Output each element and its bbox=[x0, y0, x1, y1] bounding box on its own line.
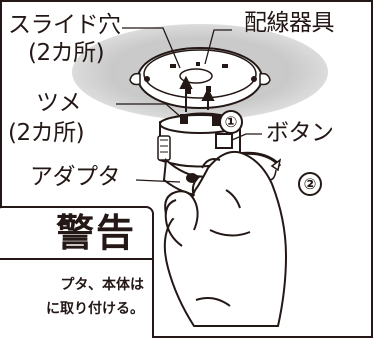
warning-box: 警告 プタ、本体は に取り付ける。 bbox=[0, 206, 154, 338]
label-claw: ツメ bbox=[36, 90, 82, 116]
step-2-badge: ② bbox=[298, 172, 322, 196]
label-wiring-fixture: 配線器具 bbox=[244, 10, 335, 36]
arrow-up-icon bbox=[179, 75, 215, 112]
wiring-fixture-plate bbox=[129, 47, 271, 109]
label-slide-hole: スライド穴 bbox=[8, 12, 121, 38]
warning-divider bbox=[0, 258, 152, 260]
hand-illustration bbox=[163, 150, 288, 327]
label-adapter: アダプタ bbox=[30, 164, 121, 190]
leader-line bbox=[116, 27, 262, 183]
warning-text-line-1: プタ、本体は bbox=[60, 277, 144, 293]
label-button: ボタン bbox=[266, 120, 334, 146]
step-1-badge: ① bbox=[219, 110, 243, 134]
warning-text-line-2: に取り付ける。 bbox=[46, 301, 144, 317]
label-claw-count: (2カ所) bbox=[8, 120, 85, 146]
label-slide-hole-count: (2カ所) bbox=[28, 40, 105, 66]
warning-title: 警告 bbox=[55, 211, 136, 255]
